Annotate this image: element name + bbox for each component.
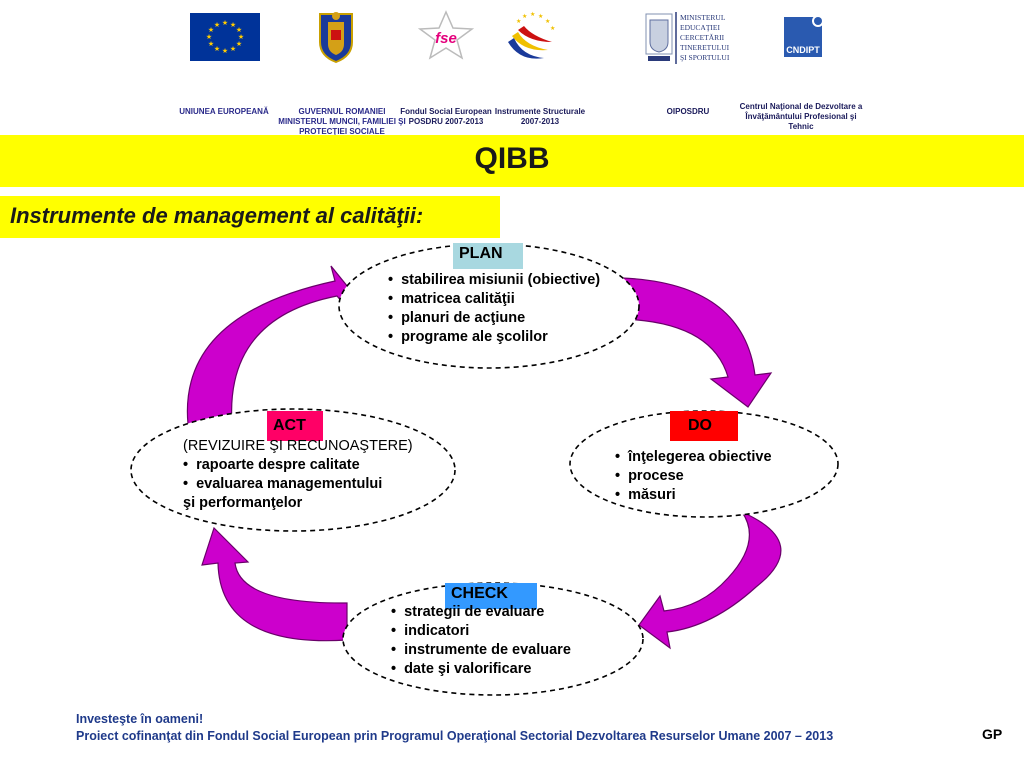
check-ellipse [342, 582, 644, 696]
list-item: •înţelegerea obiective [615, 449, 772, 465]
arrow-plan-to-do [621, 277, 773, 408]
svg-text:★: ★ [230, 45, 236, 53]
list-item: •instrumente de evaluare [391, 642, 571, 658]
list-item: •programe ale şcolilor [388, 329, 548, 345]
svg-text:★: ★ [222, 47, 228, 55]
check-label: CHECK [451, 585, 508, 602]
cndipt-logo: CNDIPT [778, 13, 828, 61]
act-intro: (REVIZUIRE ŞI RECUNOAŞTERE) [183, 438, 413, 454]
list-item: •evaluarea managementului [183, 476, 383, 492]
svg-text:ŞI SPORTULUI: ŞI SPORTULUI [680, 53, 730, 62]
act-list: (REVIZUIRE ŞI RECUNOAŞTERE) •rapoarte de… [183, 437, 413, 513]
government-label: GUVERNUL ROMANIEI MINISTERUL MUNCII, FAM… [278, 107, 406, 136]
plan-label: PLAN [459, 245, 503, 262]
arrow-check-to-act [201, 526, 348, 642]
svg-text:★: ★ [238, 33, 244, 41]
act-ellipse [130, 408, 456, 532]
list-item: •matricea calităţii [388, 291, 515, 307]
title-band [0, 135, 1024, 187]
ministry-education-logo: MINISTERUL EDUCAŢIEI CERCETĂRII TINERETU… [644, 8, 739, 66]
list-item: •rapoarte despre calitate [183, 457, 360, 473]
list-item: •stabilirea misiunii (obiective) [388, 272, 601, 288]
eu-label: UNIUNEA EUROPEANĂ [179, 107, 269, 116]
act-continuation: şi performanţelor [183, 495, 303, 511]
subtitle-text: Instrumente de management al calităţii: [10, 203, 424, 228]
structural-instruments-label: Instrumente Structurale 2007-2013 [494, 107, 586, 126]
do-label: DO [688, 417, 712, 434]
arrow-do-to-check [638, 510, 782, 650]
plan-list: •stabilirea misiunii (obiective) •matric… [388, 271, 600, 347]
svg-text:★: ★ [545, 18, 550, 25]
svg-text:★: ★ [214, 45, 220, 53]
footer-slogan: Investeşte în oameni! [76, 712, 204, 726]
subtitle-band: Instrumente de management al calităţii: [0, 196, 500, 238]
cndipt-label: Centrul Naţional de Dezvoltare a Învăţăm… [739, 102, 863, 131]
list-item: •planuri de acţiune [388, 310, 526, 326]
svg-text:★: ★ [538, 13, 543, 20]
do-box: DO [670, 411, 738, 441]
svg-text:★: ★ [206, 33, 212, 41]
svg-text:★: ★ [516, 18, 521, 25]
fse-logo: fse [416, 10, 476, 62]
svg-text:★: ★ [208, 40, 214, 48]
check-list: •strategii de evaluare •indicatori •inst… [391, 603, 571, 679]
oiposdru-label: OIPOSDRU [666, 107, 710, 116]
svg-text:★: ★ [208, 26, 214, 34]
svg-text:CNDIPT: CNDIPT [786, 45, 820, 55]
footer: Investeşte în oameni! Proiect cofinanţat… [76, 711, 833, 745]
svg-text:★: ★ [230, 21, 236, 29]
svg-text:★: ★ [236, 40, 242, 48]
check-box: CHECK [445, 583, 537, 609]
svg-text:TINERETULUI: TINERETULUI [680, 43, 730, 52]
svg-text:MINISTERUL: MINISTERUL [680, 13, 726, 22]
do-list: •înţelegerea obiective •procese •măsuri [615, 448, 772, 505]
svg-text:fse: fse [435, 30, 457, 47]
svg-text:★: ★ [222, 19, 228, 27]
svg-text:★: ★ [522, 13, 527, 20]
svg-text:★: ★ [550, 25, 555, 32]
page-title: QIBB [474, 142, 550, 175]
act-label: ACT [273, 417, 306, 434]
svg-text:★: ★ [530, 11, 535, 18]
list-item: •procese [615, 468, 684, 484]
footer-project-text: Proiect cofinanţat din Fondul Social Eur… [76, 729, 834, 743]
fse-label: Fondul Social European POSDRU 2007-2013 [400, 107, 492, 126]
svg-text:★: ★ [214, 21, 220, 29]
list-item: •strategii de evaluare [391, 604, 545, 620]
romania-coat-of-arms-logo [314, 8, 358, 64]
act-box: ACT [267, 411, 323, 441]
svg-text:EDUCAŢIEI: EDUCAŢIEI [680, 23, 720, 32]
list-item: •date şi valorificare [391, 661, 532, 677]
svg-text:★: ★ [236, 26, 242, 34]
footer-tag: GP [982, 726, 1003, 742]
arrow-act-to-plan [186, 265, 353, 425]
plan-box: PLAN [453, 243, 523, 269]
svg-text:CERCETĂRII: CERCETĂRII [680, 33, 725, 42]
list-item: •măsuri [615, 487, 676, 503]
list-item: •indicatori [391, 623, 470, 639]
eu-flag-logo: ★★★★ ★★★★ ★★★★ [190, 13, 260, 61]
plan-ellipse [338, 243, 640, 369]
structural-instruments-logo: ★★★★ ★★ [500, 6, 564, 66]
